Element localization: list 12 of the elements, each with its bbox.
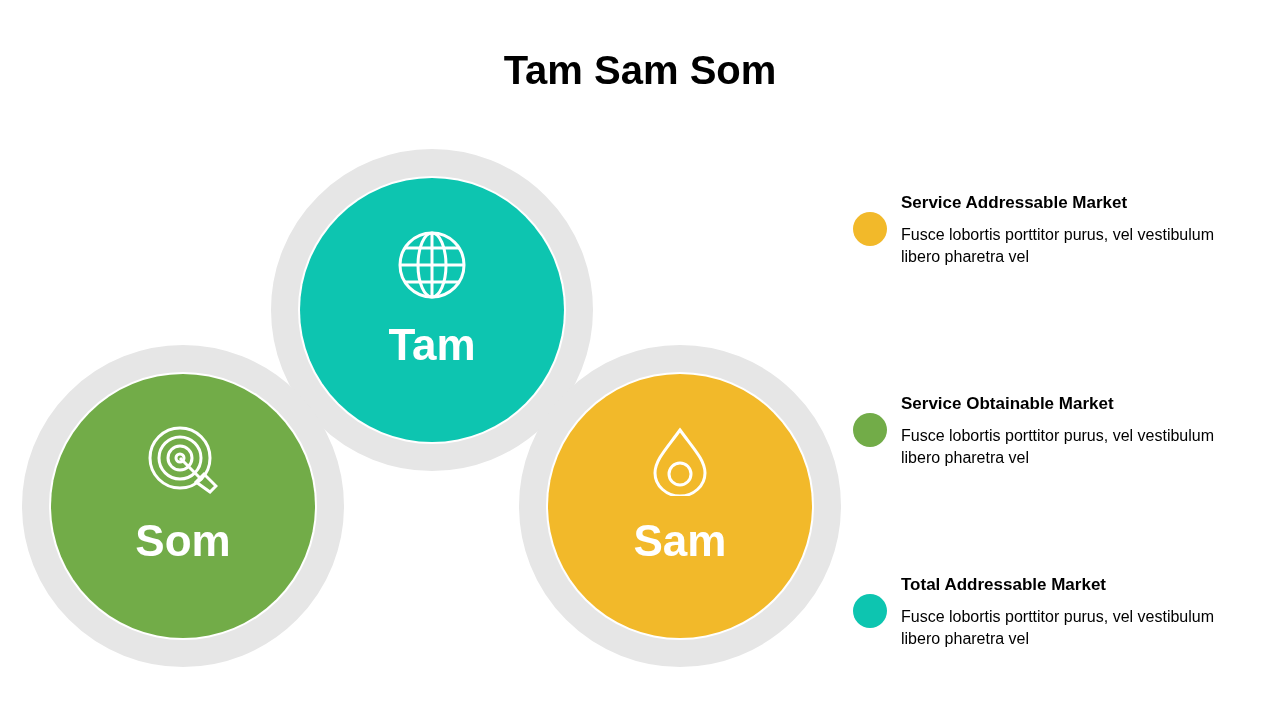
circle-label: Sam bbox=[632, 516, 728, 566]
circle-label: Tam bbox=[387, 320, 477, 370]
circle-node bbox=[22, 345, 344, 667]
title: Tam Sam Som bbox=[502, 48, 778, 93]
circle-label: Som bbox=[134, 516, 232, 566]
legend-heading: Service Addressable Market bbox=[901, 193, 1128, 213]
legend-heading: Total Addressable Market bbox=[901, 575, 1106, 595]
legend-heading: Service Obtainable Market bbox=[901, 394, 1114, 414]
circle-node bbox=[519, 345, 841, 667]
description-text: Fusce lobortis porttitor purus, vel vestibulum libero pharetra vel bbox=[901, 607, 1215, 649]
description-text: Fusce lobortis porttitor purus, vel vestibulum libero pharetra vel bbox=[901, 426, 1215, 468]
description-text: Fusce lobortis porttitor purus, vel vestibulum libero pharetra vel bbox=[901, 225, 1215, 267]
